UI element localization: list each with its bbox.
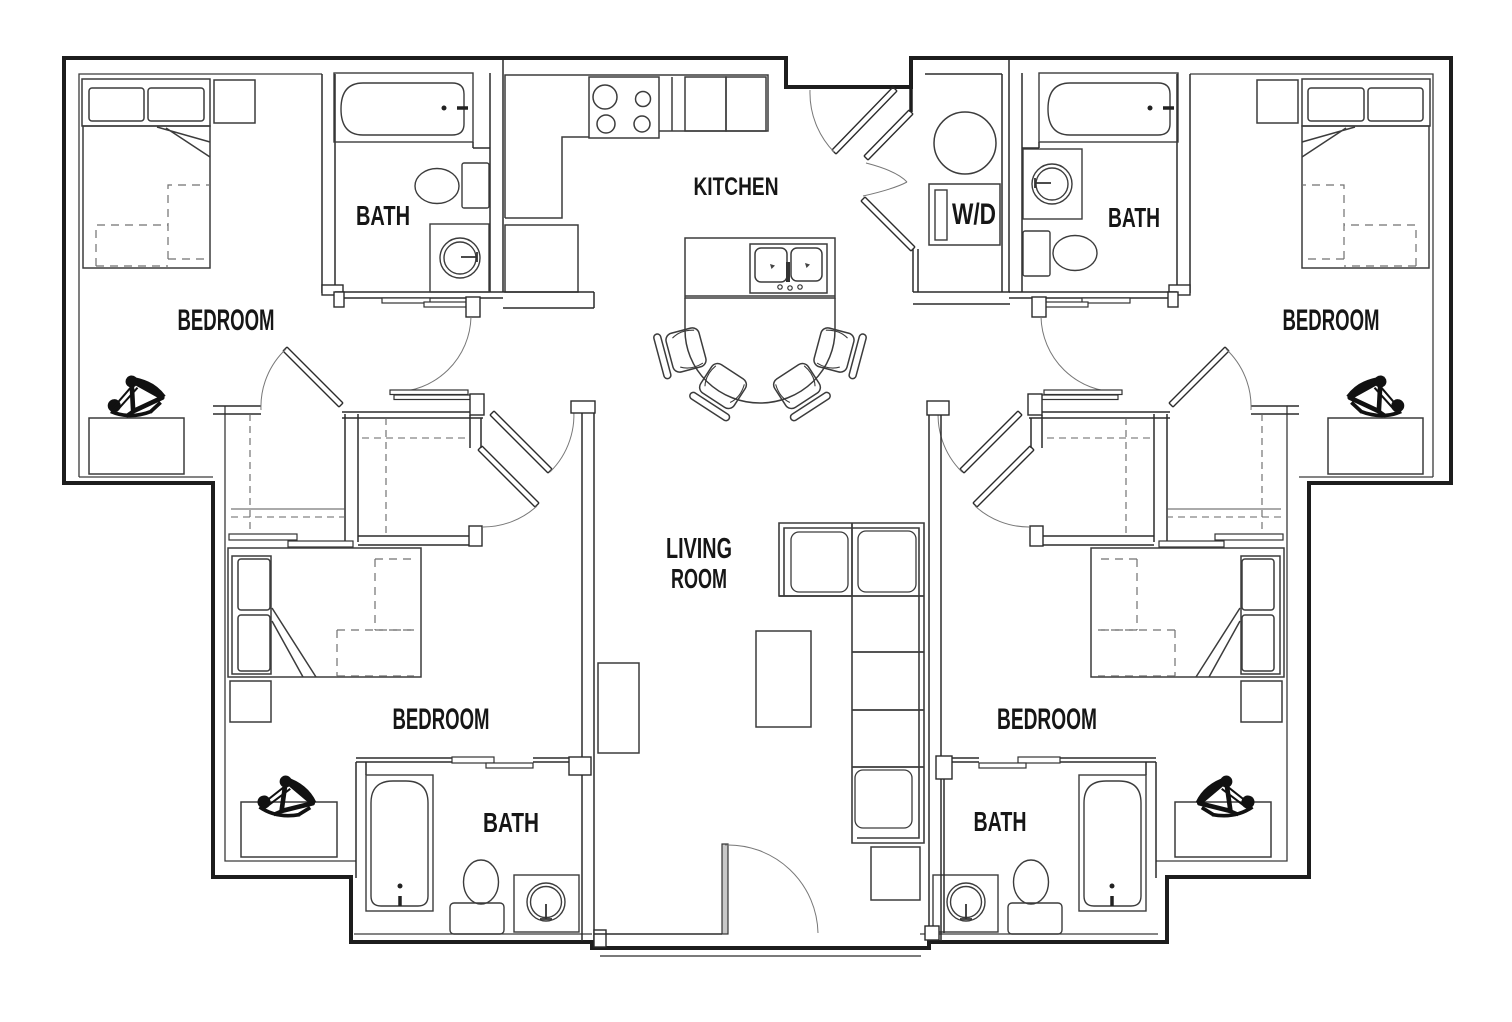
svg-text:KITCHEN: KITCHEN [694,173,779,201]
svg-text:BEDROOM: BEDROOM [393,703,490,736]
svg-text:BATH: BATH [356,200,410,231]
svg-text:ROOM: ROOM [671,563,727,594]
svg-text:BATH: BATH [974,806,1027,837]
svg-text:BATH: BATH [1108,202,1160,233]
svg-text:LIVING: LIVING [666,533,732,565]
svg-text:BEDROOM: BEDROOM [1283,304,1380,337]
svg-text:W/D: W/D [952,198,996,231]
svg-text:BATH: BATH [483,807,539,838]
svg-text:BEDROOM: BEDROOM [997,703,1097,736]
svg-text:BEDROOM: BEDROOM [178,304,275,337]
